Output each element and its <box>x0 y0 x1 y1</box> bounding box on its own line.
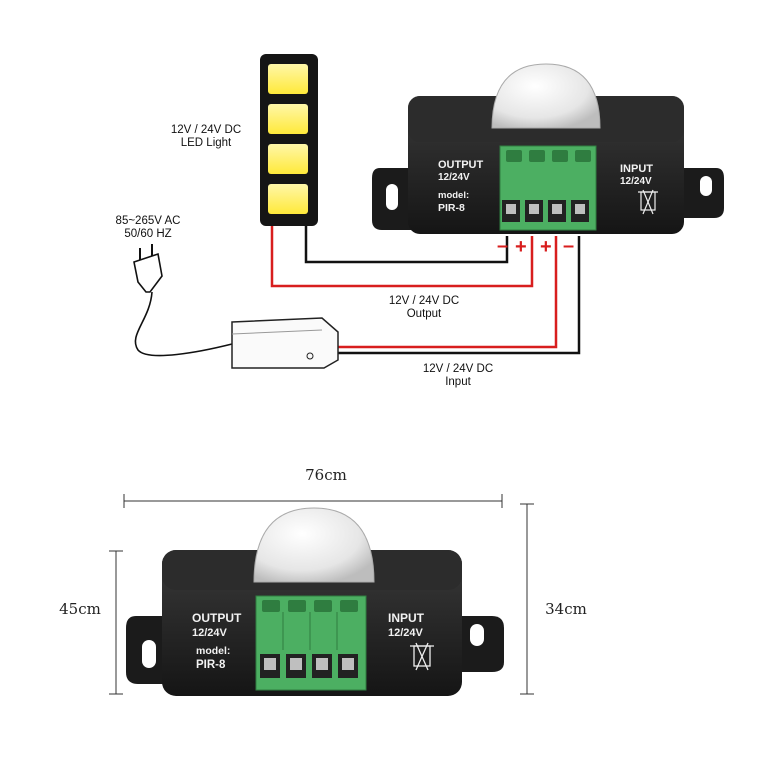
led-name-label: LED Light <box>181 137 232 149</box>
output-wire-voltage-label: 12V / 24V DC <box>389 295 459 307</box>
plug-icon <box>133 244 163 293</box>
bottom-output-voltage: 12/24V <box>192 627 228 639</box>
polarity-output-positive: + <box>515 236 527 258</box>
top-output-title: OUTPUT <box>438 159 484 171</box>
mains-voltage-label: 85~265V AC <box>116 215 181 227</box>
bottom-model-value: PIR-8 <box>196 659 226 671</box>
led-negative-wire <box>304 226 509 264</box>
mains-cable <box>134 291 233 357</box>
top-model-label: model: <box>438 190 469 201</box>
right-height-dimension-line <box>520 503 534 695</box>
top-input-voltage: 12/24V <box>620 176 652 187</box>
mains-frequency-label: 50/60 HZ <box>124 228 171 240</box>
top-model-value: PIR-8 <box>438 202 465 214</box>
input-wire-voltage-label: 12V / 24V DC <box>423 363 493 375</box>
polarity-input-negative: – <box>563 235 574 257</box>
bottom-input-title: INPUT <box>388 611 425 625</box>
power-adapter <box>231 317 339 369</box>
input-negative-wire <box>338 236 581 355</box>
left-height-dimension-line <box>109 550 123 695</box>
width-dimension-line <box>123 494 503 508</box>
width-dimension-label: 76cm <box>305 466 347 484</box>
bottom-input-voltage: 12/24V <box>388 627 424 639</box>
recycle-bin-icon <box>410 642 434 671</box>
bottom-model-label: model: <box>196 645 230 657</box>
pir-sensor-device-bottom: OUTPUT 12/24V model: PIR-8 INPUT 12/24V <box>126 507 504 696</box>
right-height-dimension-label: 34cm <box>545 600 587 618</box>
polarity-output-negative: – <box>497 235 508 257</box>
led-light <box>260 54 318 226</box>
wires <box>134 226 581 357</box>
bottom-output-title: OUTPUT <box>192 611 242 625</box>
top-output-voltage: 12/24V <box>438 172 470 183</box>
output-wire-label: Output <box>407 308 442 320</box>
left-height-dimension-label: 45cm <box>59 600 101 618</box>
input-wire-label: Input <box>445 376 471 388</box>
top-input-title: INPUT <box>620 163 653 175</box>
recycle-bin-icon <box>638 189 658 215</box>
input-positive-wire <box>338 236 558 349</box>
pir-sensor-device-top: OUTPUT 12/24V model: PIR-8 INPUT 12/24V <box>372 63 724 234</box>
led-positive-wire <box>270 226 534 288</box>
polarity-input-positive: + <box>540 236 552 258</box>
led-voltage-label: 12V / 24V DC <box>171 124 241 136</box>
